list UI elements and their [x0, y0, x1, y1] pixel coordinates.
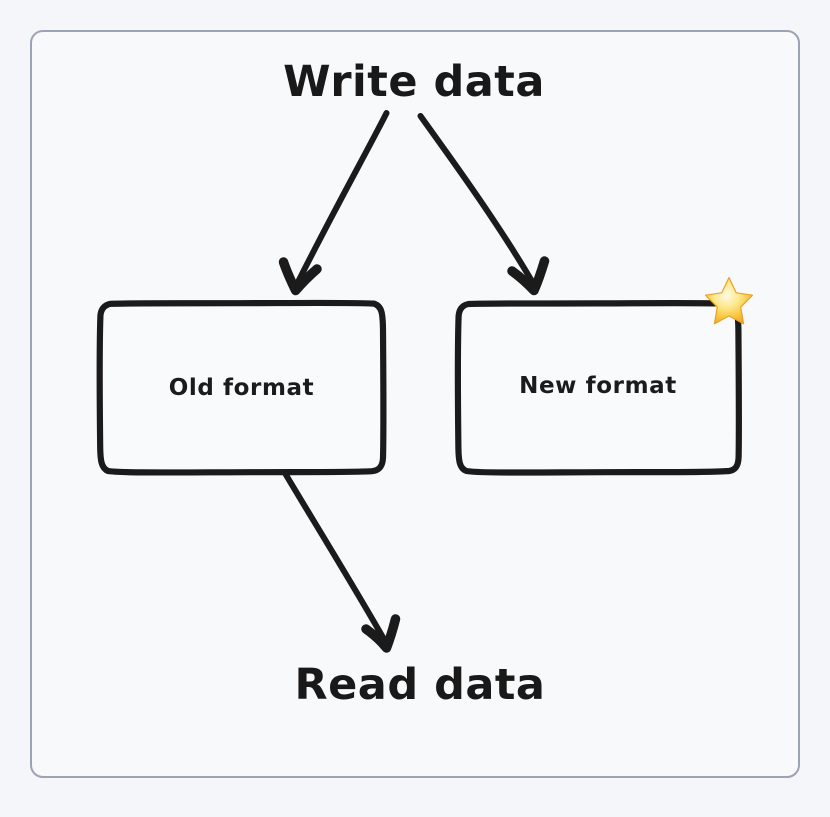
arrow-write-to-new-format[interactable] — [417, 113, 550, 296]
arrow-write-to-old-format[interactable] — [278, 110, 390, 296]
node-new-format[interactable] — [454, 299, 743, 476]
page-title-write-data: Write data — [283, 57, 545, 107]
node-label-old-format: Old format — [168, 375, 315, 401]
node-label-new-format: New format — [519, 373, 677, 399]
arrow-old-format-to-read-data[interactable] — [282, 471, 401, 653]
page-title-read-data: Read data — [294, 660, 546, 710]
node-old-format[interactable] — [96, 299, 387, 476]
